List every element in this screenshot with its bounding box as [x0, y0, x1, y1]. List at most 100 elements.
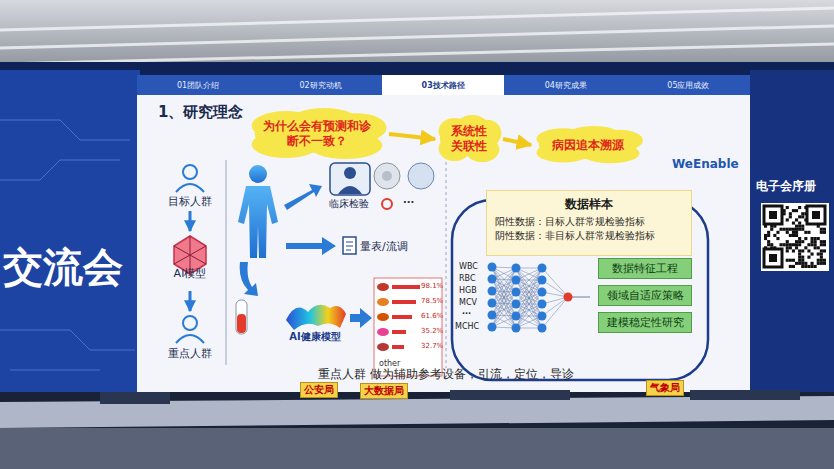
ceiling-light	[0, 44, 834, 64]
icon-body	[176, 184, 204, 192]
icon-frame	[330, 163, 370, 195]
qr-cell	[820, 240, 823, 243]
organ-bar	[392, 345, 404, 349]
qr-cell	[811, 243, 814, 246]
nav-tab: 01团队介绍	[137, 75, 259, 95]
qr-cell	[792, 222, 795, 225]
qr-cell	[823, 262, 826, 265]
qr-cell	[820, 262, 823, 265]
qr-cell	[814, 237, 817, 240]
qr-cell	[786, 218, 789, 221]
qr-cell	[811, 240, 814, 243]
data-sample-box: 数据样本阳性数据：目标人群常规检验指标阴性数据：非目标人群常规检验指标	[486, 190, 692, 256]
nn-neuron	[538, 324, 547, 333]
qr-code	[764, 206, 826, 268]
qr-cell	[776, 231, 779, 234]
qr-cell	[804, 265, 807, 268]
qr-cell	[798, 253, 801, 256]
wall	[0, 62, 834, 402]
qr-cell	[786, 259, 789, 262]
input-name: HGB	[459, 286, 477, 295]
qr-cell	[801, 249, 804, 252]
qr-cell	[811, 253, 814, 256]
nn-neuron	[488, 311, 497, 320]
qr-cell	[795, 243, 798, 246]
qr-cell	[807, 231, 810, 234]
nn-neuron	[488, 263, 497, 272]
qr-cell	[823, 259, 826, 262]
flow-arrow	[240, 262, 258, 296]
nn-link	[516, 268, 542, 328]
qr-cell	[780, 243, 783, 246]
qr-cell	[767, 234, 770, 237]
qr-cell	[792, 243, 795, 246]
nn-neuron	[512, 324, 521, 333]
qr-cell	[807, 243, 810, 246]
qr-cell	[814, 243, 817, 246]
flow-arrow	[350, 308, 372, 328]
qr-cell	[801, 215, 804, 218]
qr-cell	[811, 265, 814, 268]
desk-lower	[0, 428, 834, 469]
question-cloud: 为什么会有预测和诊断不一致？	[246, 108, 388, 160]
qr-cell	[798, 262, 801, 265]
qr-cell	[801, 240, 804, 243]
nav-tab: 04研究成果	[505, 75, 627, 95]
organ-icon	[377, 328, 389, 336]
ceiling-light	[0, 26, 834, 48]
qr-cell	[770, 228, 773, 231]
monitor	[690, 390, 800, 400]
flow-connector	[189, 211, 192, 231]
circuit-line	[0, 120, 130, 140]
qr-cell	[823, 240, 826, 243]
qr-cell	[767, 243, 770, 246]
qr-cell	[789, 259, 792, 262]
right-banner	[750, 70, 834, 395]
node-text: 病因追本溯源	[552, 138, 624, 153]
icon-head	[344, 167, 356, 179]
nn-neuron	[512, 288, 521, 297]
monitor	[100, 392, 170, 404]
nn-neuron	[538, 288, 547, 297]
nn-neuron	[538, 276, 547, 285]
percent-value: 61.6%	[421, 312, 443, 320]
input-name: WBC	[459, 262, 478, 271]
organ-rows	[377, 283, 420, 351]
nn-neuron	[488, 299, 497, 308]
stage-node: AI模型	[160, 232, 220, 290]
xray-icon	[408, 163, 434, 189]
node-text: 临床检验	[320, 197, 378, 211]
nav-tab: 02研究动机	[260, 75, 382, 95]
qr-cell	[823, 243, 826, 246]
logo-text: WeEnable	[672, 158, 739, 172]
qr-cell	[798, 237, 801, 240]
banner-text: 交流会	[3, 244, 123, 290]
nn-neuron	[488, 323, 497, 332]
nn-neuron	[538, 312, 547, 321]
desk-sign: 公安局	[300, 382, 338, 398]
percent-value: 98.1%	[421, 282, 443, 290]
qr-cell	[783, 243, 786, 246]
qr-cell	[804, 237, 807, 240]
tube-blood	[237, 314, 246, 333]
qr-cell	[823, 231, 826, 234]
qr-cell	[795, 262, 798, 265]
qr-cell	[801, 259, 804, 262]
box-heading: 数据样本	[495, 196, 683, 212]
qr-cell	[807, 249, 810, 252]
node-text: AI健康模型	[280, 330, 350, 344]
qr-cell	[792, 265, 795, 268]
node-text: 03技术路径	[422, 80, 465, 91]
qr-cell	[776, 237, 779, 240]
nn-link	[542, 297, 568, 316]
ellipsis: ···	[462, 309, 471, 318]
stage-node: 重点人群	[160, 312, 220, 362]
qr-cell	[820, 243, 823, 246]
qr-cell	[817, 262, 820, 265]
desk-sign: 气象局	[646, 380, 684, 396]
qr-finder-core	[812, 211, 820, 219]
qr-cell	[795, 240, 798, 243]
organ-icon	[377, 343, 389, 351]
